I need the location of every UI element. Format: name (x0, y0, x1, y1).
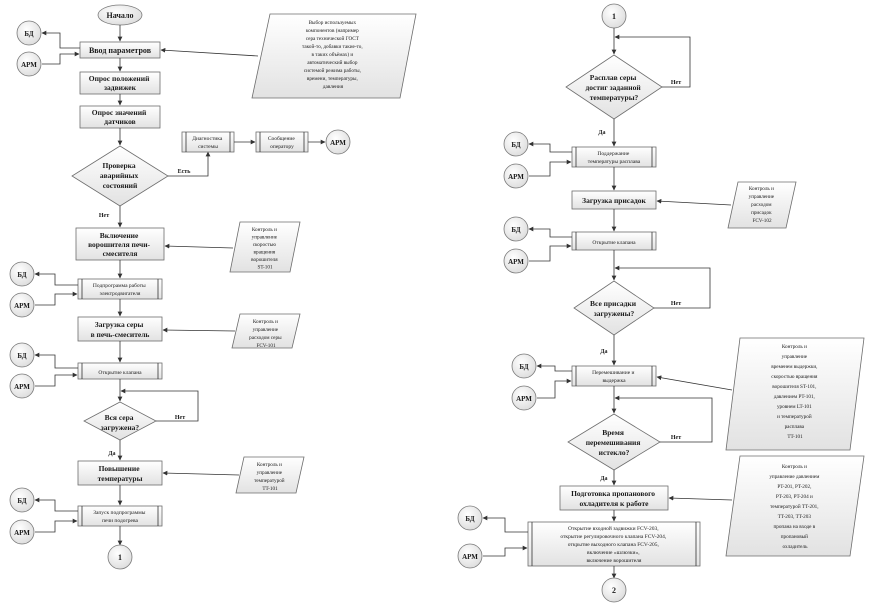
cooler-note-text: Контроль и управление давлением PT-201, … (769, 464, 820, 550)
input-params-label: Ввод параметров (89, 46, 152, 55)
load-note-text: Контроль и управление расходом серы FCV-… (249, 319, 283, 349)
mixing-label: Перемешивание и выдержка (592, 370, 636, 384)
no-label: Нет (671, 80, 681, 86)
additive-note (727, 181, 797, 229)
arm-label: АРМ (14, 302, 30, 310)
connector-1-label: 1 (118, 553, 122, 562)
no-label: Нет (99, 213, 109, 219)
arm-label: АРМ (516, 395, 532, 403)
poll-valves-label: Опрос положений задвижек (89, 74, 152, 92)
arm-circle (9, 373, 35, 399)
connector-1-circle (107, 544, 133, 570)
connector-2-circle (601, 577, 627, 603)
all-additives-decision (573, 280, 655, 336)
db-label: БД (17, 497, 26, 505)
left-column: Начало Ввод параметров БД АРМ Выбор испо… (9, 4, 417, 570)
db-label: БД (511, 141, 520, 149)
db-label: БД (465, 515, 474, 523)
yes-label: Да (108, 451, 115, 457)
poll-sensors-label: Опрос значений датчиков (92, 108, 148, 126)
input-note-text: Выбор используемых компонентов (например… (302, 19, 364, 90)
connector-1-label: 1 (612, 12, 616, 21)
arm-circle (9, 519, 35, 545)
yes-label: Да (600, 349, 607, 355)
all-additives-label: Все присадки загружены? (590, 299, 638, 318)
db-circle (511, 353, 537, 379)
start-label: Начало (107, 11, 134, 20)
arm-label: АРМ (508, 173, 524, 181)
arm-label: АРМ (14, 383, 30, 391)
temp-note-text: Контроль и управление температурой TT-10… (254, 462, 286, 492)
no-label: Нет (175, 415, 185, 421)
furnace-subroutine-label: Запуск подпрограммы печи подогрева (93, 510, 147, 524)
arm-label: АРМ (21, 61, 37, 69)
connector-2-label: 2 (612, 586, 616, 595)
mixer-on-label: Включение ворошителя печи- смесителя (88, 231, 152, 258)
final-actions-label: Открытие входной задвижки FCV-203, откры… (560, 525, 667, 564)
prep-cooler-label: Подготовка пропанового охладителя к рабо… (571, 489, 657, 508)
arm-label: АРМ (462, 553, 478, 561)
cooler-note (725, 455, 865, 557)
db-circle (503, 216, 529, 242)
est-label: Есть (178, 169, 192, 175)
arm-label: АРМ (508, 258, 524, 266)
arm-circle (503, 248, 529, 274)
raise-temp-label: Повышение температуры (98, 464, 143, 483)
message-label: Сообщение оператору (268, 135, 296, 150)
mixing-note (725, 337, 865, 451)
mixing-note-text: Контроль и управление временем выдержки,… (771, 344, 819, 440)
no-label: Нет (671, 301, 681, 307)
mix-time-label: Время перемешивания истекло? (586, 428, 643, 457)
db-circle (16, 20, 42, 46)
no-label: Нет (671, 435, 681, 441)
db-circle (9, 261, 35, 287)
keep-temp-label: Поддержание температуры расплава (588, 151, 641, 165)
load-sulfur-label: Загрузка серы в печь-смеситель (91, 320, 150, 339)
open-valve-label: Открытие клапана (98, 370, 142, 376)
db-circle (9, 342, 35, 368)
arm-circle (16, 51, 42, 77)
diagnostics-label: Диагностика системы (192, 136, 223, 150)
input-note (251, 13, 417, 99)
melt-temp-label: Расплав серы достиг заданной температуры… (585, 73, 642, 102)
arm-circle (503, 163, 529, 189)
arm-circle (325, 129, 351, 155)
db-circle (457, 505, 483, 531)
additive-note-text: Контроль и управление расходом присадок … (749, 186, 776, 224)
open-valve-label: Открытие клапана (592, 240, 636, 246)
db-label: БД (17, 271, 26, 279)
arm-label: АРМ (330, 139, 346, 147)
arm-label: АРМ (14, 529, 30, 537)
mixer-note (229, 221, 301, 273)
all-sulfur-label: Вся сера загружена? (101, 413, 140, 432)
check-alarm-label: Проверка аварийных состояний (100, 161, 140, 190)
mixer-on-box (75, 227, 165, 261)
db-label: БД (17, 352, 26, 360)
db-circle (9, 487, 35, 513)
arm-circle (457, 543, 483, 569)
raise-temp-box (77, 460, 163, 486)
motor-subroutine-label: Подпрограмма работы электродвигателя (93, 282, 147, 297)
db-label: БД (24, 30, 33, 38)
db-circle (503, 131, 529, 157)
arm-circle (511, 385, 537, 411)
arm-circle (9, 292, 35, 318)
yes-label: Да (598, 130, 605, 136)
yes-label: Да (600, 476, 607, 482)
db-label: БД (511, 226, 520, 234)
db-label: БД (519, 363, 528, 371)
mixer-note-text: Контроль и управление скоростью вращения… (251, 227, 279, 271)
final-actions-box (527, 521, 701, 567)
load-additive-label: Загрузка присадок (582, 196, 646, 205)
load-note (231, 313, 301, 349)
temp-note (235, 456, 305, 494)
right-column: 1 Расплав серы достиг заданной температу… (457, 3, 865, 603)
